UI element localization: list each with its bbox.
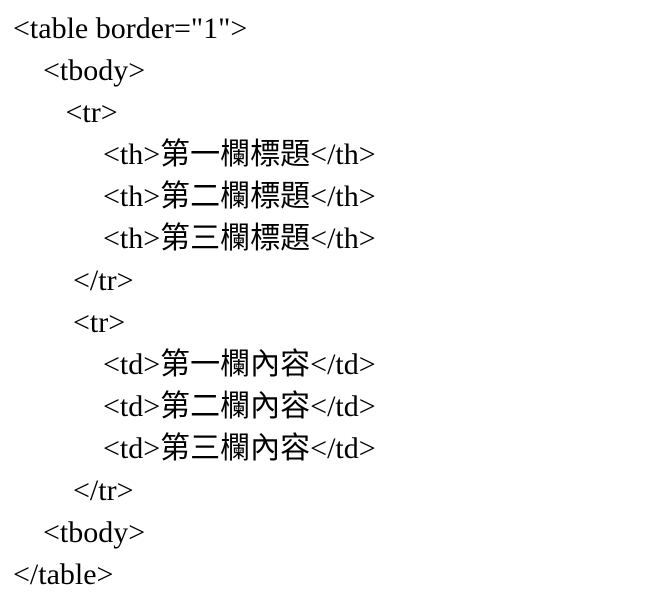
code-line-td-1: <td>第一欄內容</td> — [13, 348, 376, 381]
code-line-tbody-2: <tbody> — [13, 516, 146, 549]
code-line-tbody-open: <tbody> — [13, 54, 146, 87]
code-line-tr-open-2: <tr> — [13, 306, 126, 339]
code-line-table-open: <table border="1"> — [13, 12, 248, 45]
code-line-table-close: </table> — [13, 558, 114, 591]
code-line-tr-close-1: </tr> — [13, 264, 134, 297]
code-line-th-1: <th>第一欄標題</th> — [13, 138, 376, 171]
code-line-tr-open-1: <tr> — [13, 96, 118, 129]
code-line-td-2: <td>第二欄內容</td> — [13, 390, 376, 423]
code-line-td-3: <td>第三欄內容</td> — [13, 432, 376, 465]
code-line-th-3: <th>第三欄標題</th> — [13, 222, 376, 255]
code-line-th-2: <th>第二欄標題</th> — [13, 180, 376, 213]
code-line-tr-close-2: </tr> — [13, 474, 134, 507]
